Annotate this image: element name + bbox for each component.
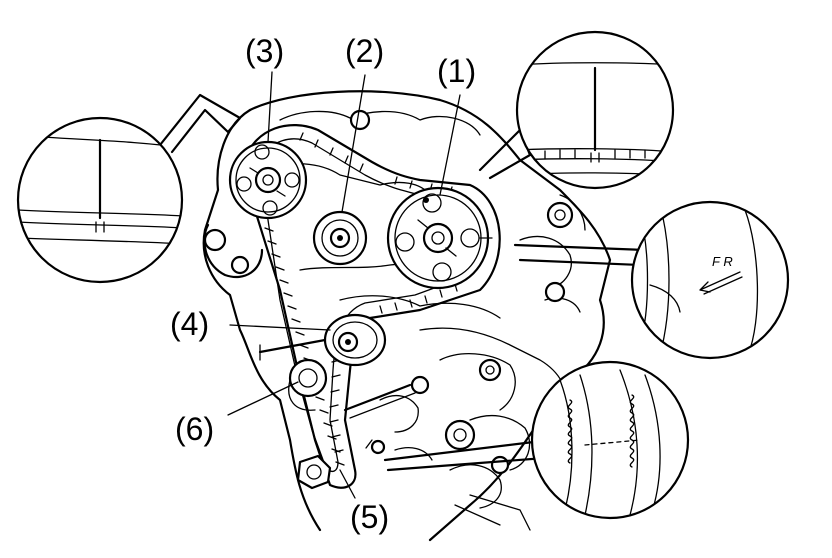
label-part-4: (4) [170,306,209,342]
detail-bottomright-crank-mark [383,360,690,520]
direction-arrow-icon [699,271,743,295]
direction-mark-text: F R [712,254,733,269]
leader-lines [227,71,461,499]
tensioner-pulley [258,313,387,367]
label-part-3: (3) [245,33,284,69]
label-part-5: (5) [350,499,389,535]
engine-block [202,90,612,542]
detail-topright-camshaft-mark [478,30,675,190]
label-part-6: (6) [175,411,214,447]
camshaft-pulley-left [228,140,308,220]
label-part-2: (2) [345,33,384,69]
detail-left-camshaft-mark [16,93,242,284]
idler-pulley-upper [312,210,368,266]
crankshaft-pulley [296,383,416,490]
label-part-1: (1) [437,53,476,89]
idler-pulley-lower [288,358,328,411]
camshaft-pulley-right [386,186,493,290]
